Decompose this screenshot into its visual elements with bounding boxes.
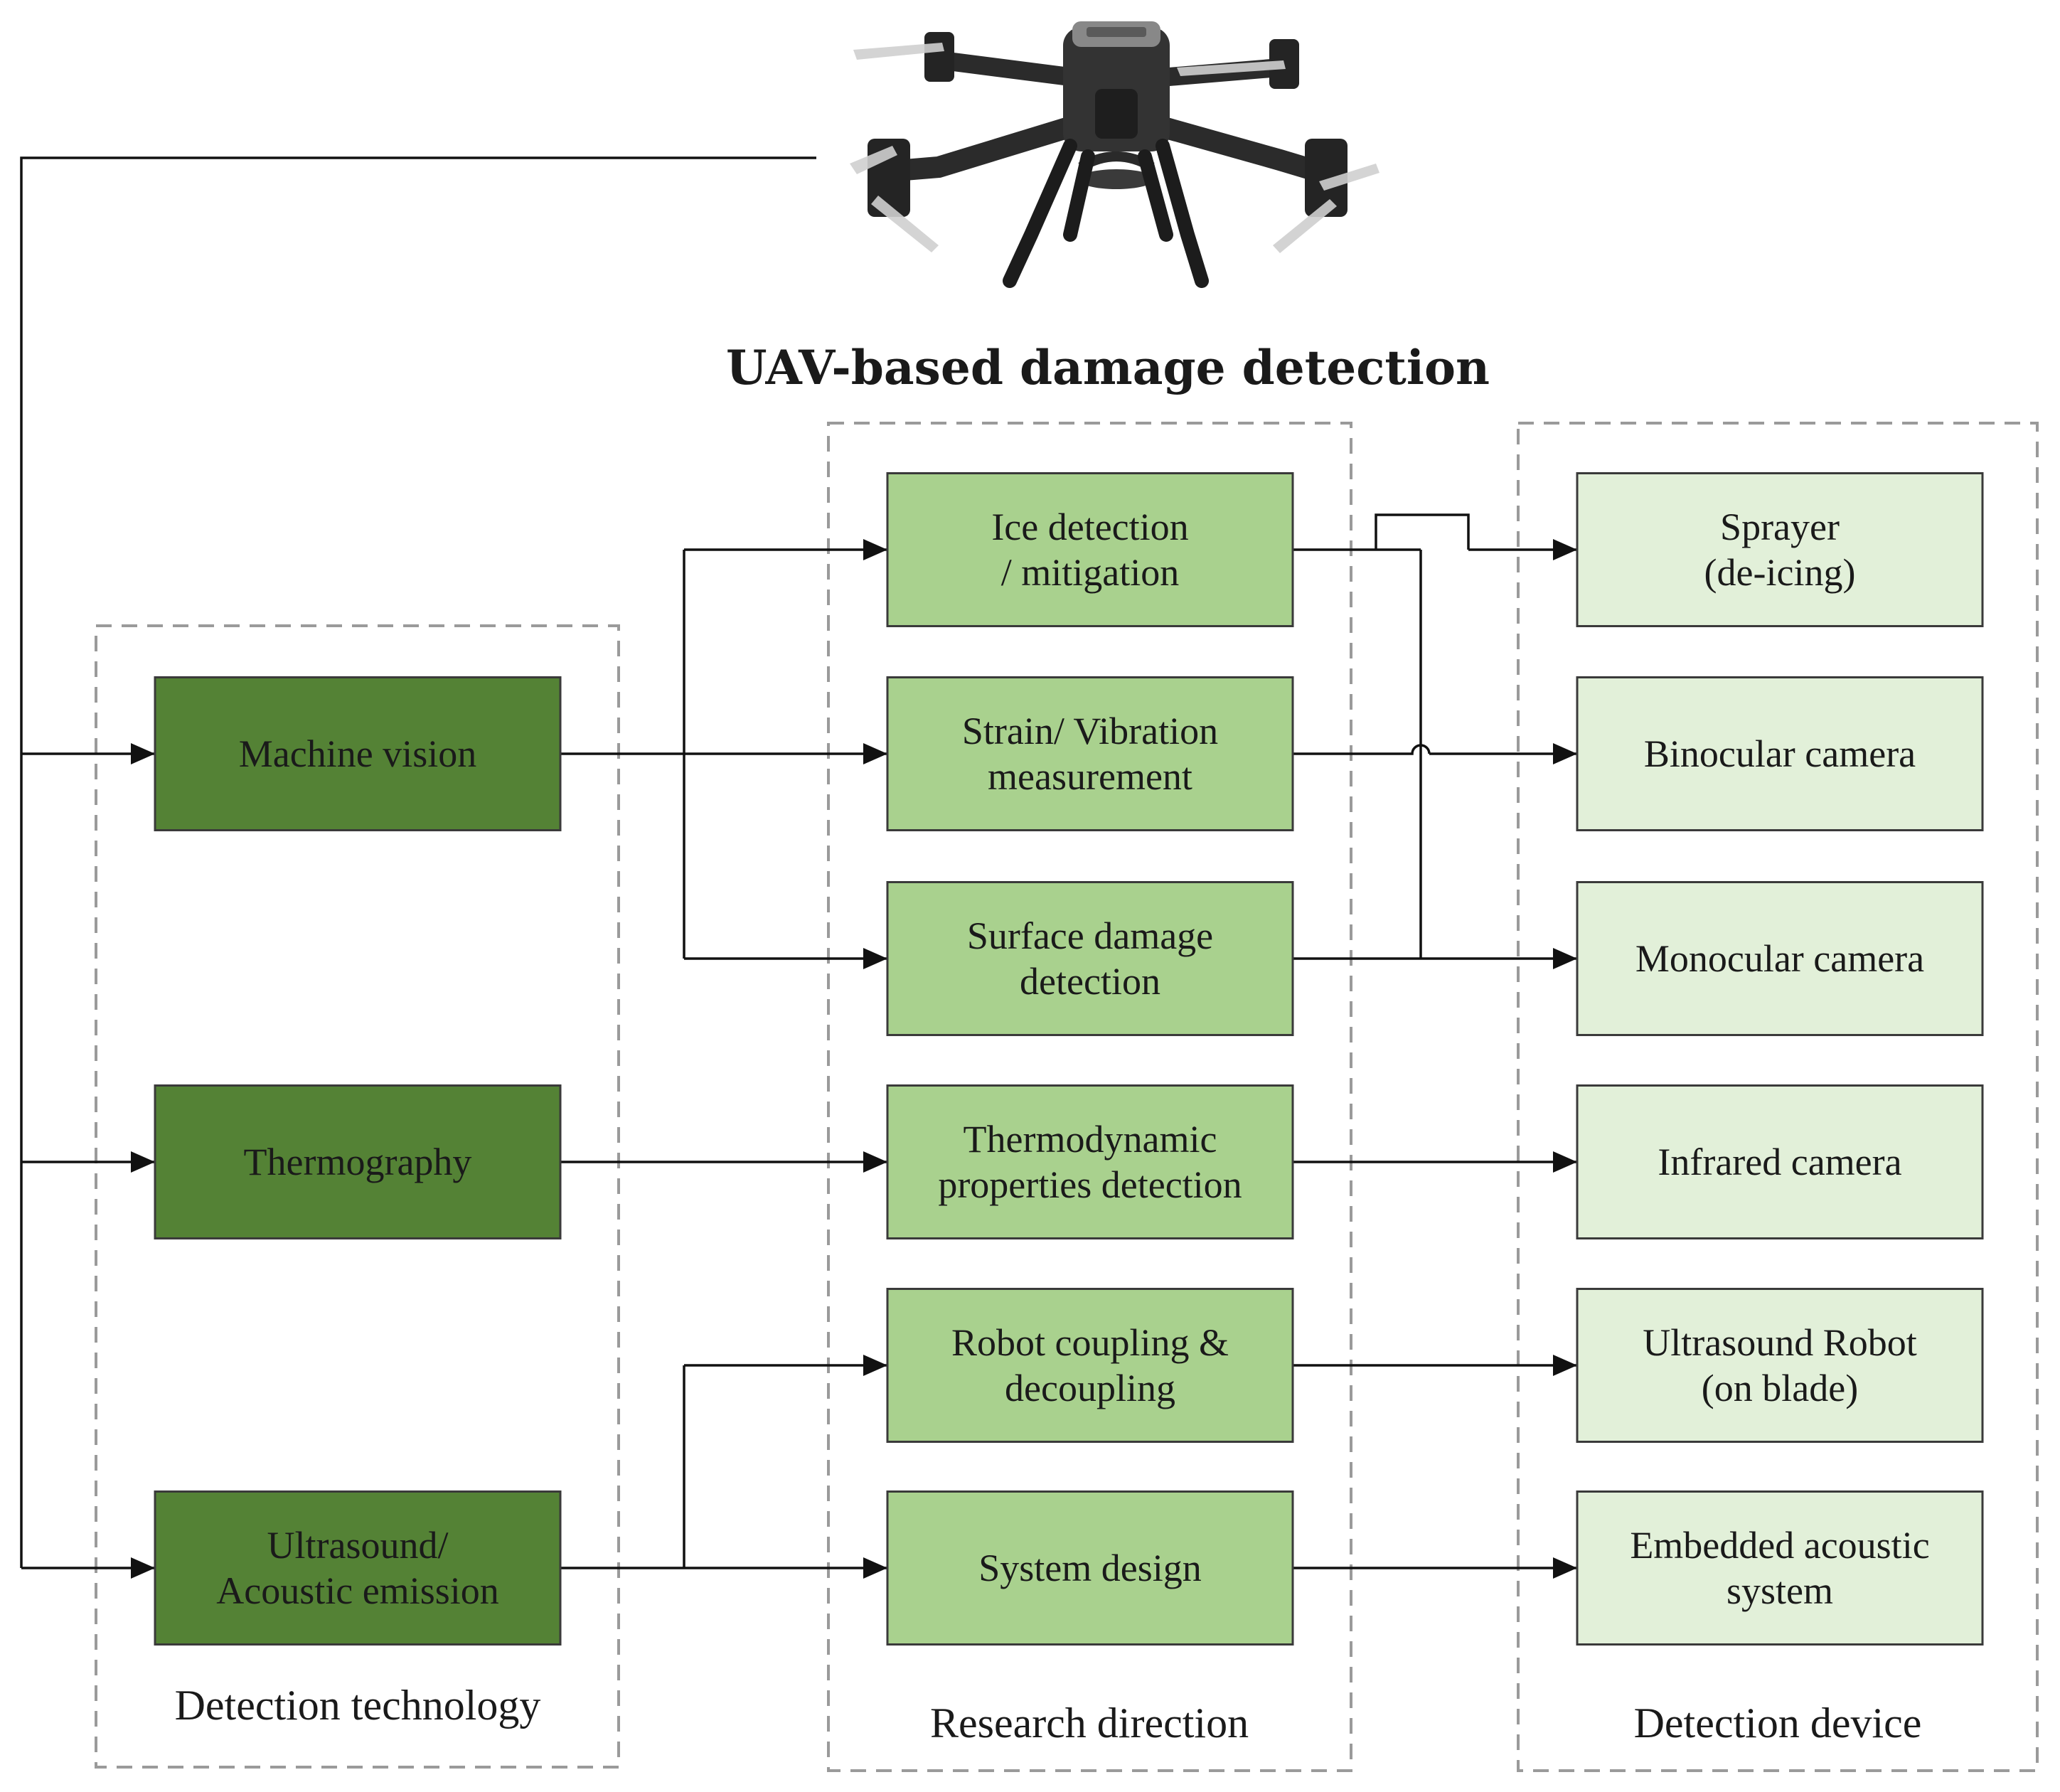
- drone-icon: [850, 21, 1379, 288]
- technology-box-label-line: Thermography: [244, 1141, 472, 1183]
- direction-box-label-line: Ice detection: [991, 506, 1188, 548]
- direction-box-label-line: detection: [1020, 960, 1160, 1003]
- device-box-frame: [1576, 1490, 1984, 1646]
- device-box-label-line: Embedded acoustic: [1630, 1524, 1929, 1567]
- direction-box-label-line: Strain/ Vibration: [962, 710, 1218, 752]
- technology-boxes: Machine visionThermographyUltrasound/Aco…: [154, 676, 562, 1646]
- group-technology: [95, 624, 620, 1769]
- device-box-ultrasound-robot: Ultrasound Robot(on blade): [1576, 1288, 1984, 1443]
- direction-box-label-line: measurement: [988, 755, 1192, 798]
- device-box-label-line: (de-icing): [1704, 551, 1856, 594]
- device-box-label-line: Sprayer: [1720, 506, 1840, 548]
- device-box-frame: [1576, 676, 1984, 831]
- device-box-frame: [1576, 881, 1984, 1036]
- direction-box-label-line: System design: [978, 1547, 1202, 1589]
- device-box-sprayer: Sprayer(de-icing): [1576, 472, 1984, 627]
- group-device: [1517, 422, 2039, 1772]
- device-box-frame: [1576, 472, 1984, 627]
- direction-box-frame: [886, 676, 1294, 831]
- device-box-label-line: Monocular camera: [1635, 937, 1924, 980]
- technology-box-ultrasound-acoustic-emission: Ultrasound/Acoustic emission: [154, 1490, 562, 1646]
- page-title: UAV-based damage detection: [726, 340, 1490, 395]
- direction-box-label-line: Robot coupling &: [951, 1321, 1229, 1364]
- device-box-label-line: Binocular camera: [1644, 732, 1916, 775]
- direction-box-label-line: Surface damage: [967, 914, 1213, 957]
- direction-box-ice-detection: Ice detection/ mitigation: [886, 472, 1294, 627]
- technology-box-frame: [154, 1084, 562, 1239]
- group-label-technology: Detection technology: [175, 1682, 541, 1729]
- technology-box-thermography: Thermography: [154, 1084, 562, 1239]
- technology-box-label-line: Machine vision: [239, 732, 476, 775]
- direction-box-label-line: / mitigation: [1001, 551, 1180, 594]
- direction-box-robot-coupling: Robot coupling &decoupling: [886, 1288, 1294, 1443]
- direction-box-frame: [886, 881, 1294, 1036]
- device-box-label-line: system: [1727, 1569, 1833, 1612]
- direction-box-label-line: decoupling: [1005, 1367, 1175, 1409]
- technology-box-frame: [154, 1490, 562, 1646]
- device-box-label-line: Infrared camera: [1658, 1141, 1901, 1183]
- device-box-frame: [1576, 1084, 1984, 1239]
- device-box-infrared-camera: Infrared camera: [1576, 1084, 1984, 1239]
- direction-box-system-design: System design: [886, 1490, 1294, 1646]
- technology-box-frame: [154, 676, 562, 831]
- group-label-direction: Research direction: [930, 1700, 1249, 1746]
- direction-box-frame: [886, 1288, 1294, 1443]
- device-box-monocular-camera: Monocular camera: [1576, 881, 1984, 1036]
- group-direction: [827, 422, 1352, 1772]
- device-box-label-line: Ultrasound Robot: [1643, 1321, 1917, 1364]
- direction-box-frame: [886, 1490, 1294, 1646]
- technology-box-label-line: Ultrasound/: [267, 1524, 449, 1567]
- direction-box-label-line: Thermodynamic: [964, 1118, 1217, 1161]
- device-box-binocular-camera: Binocular camera: [1576, 676, 1984, 831]
- device-box-label-line: (on blade): [1702, 1367, 1858, 1409]
- technology-box-machine-vision: Machine vision: [154, 676, 562, 831]
- technology-box-label-line: Acoustic emission: [216, 1569, 498, 1612]
- direction-box-label-line: properties detection: [938, 1163, 1242, 1206]
- connector-lines: [20, 156, 1577, 1579]
- direction-box-frame: [886, 472, 1294, 627]
- group-label-device: Detection device: [1634, 1700, 1922, 1746]
- device-box-frame: [1576, 1288, 1984, 1443]
- device-boxes: Sprayer(de-icing) Binocular cameraMonocul…: [1576, 472, 1984, 1646]
- direction-box-frame: [886, 1084, 1294, 1239]
